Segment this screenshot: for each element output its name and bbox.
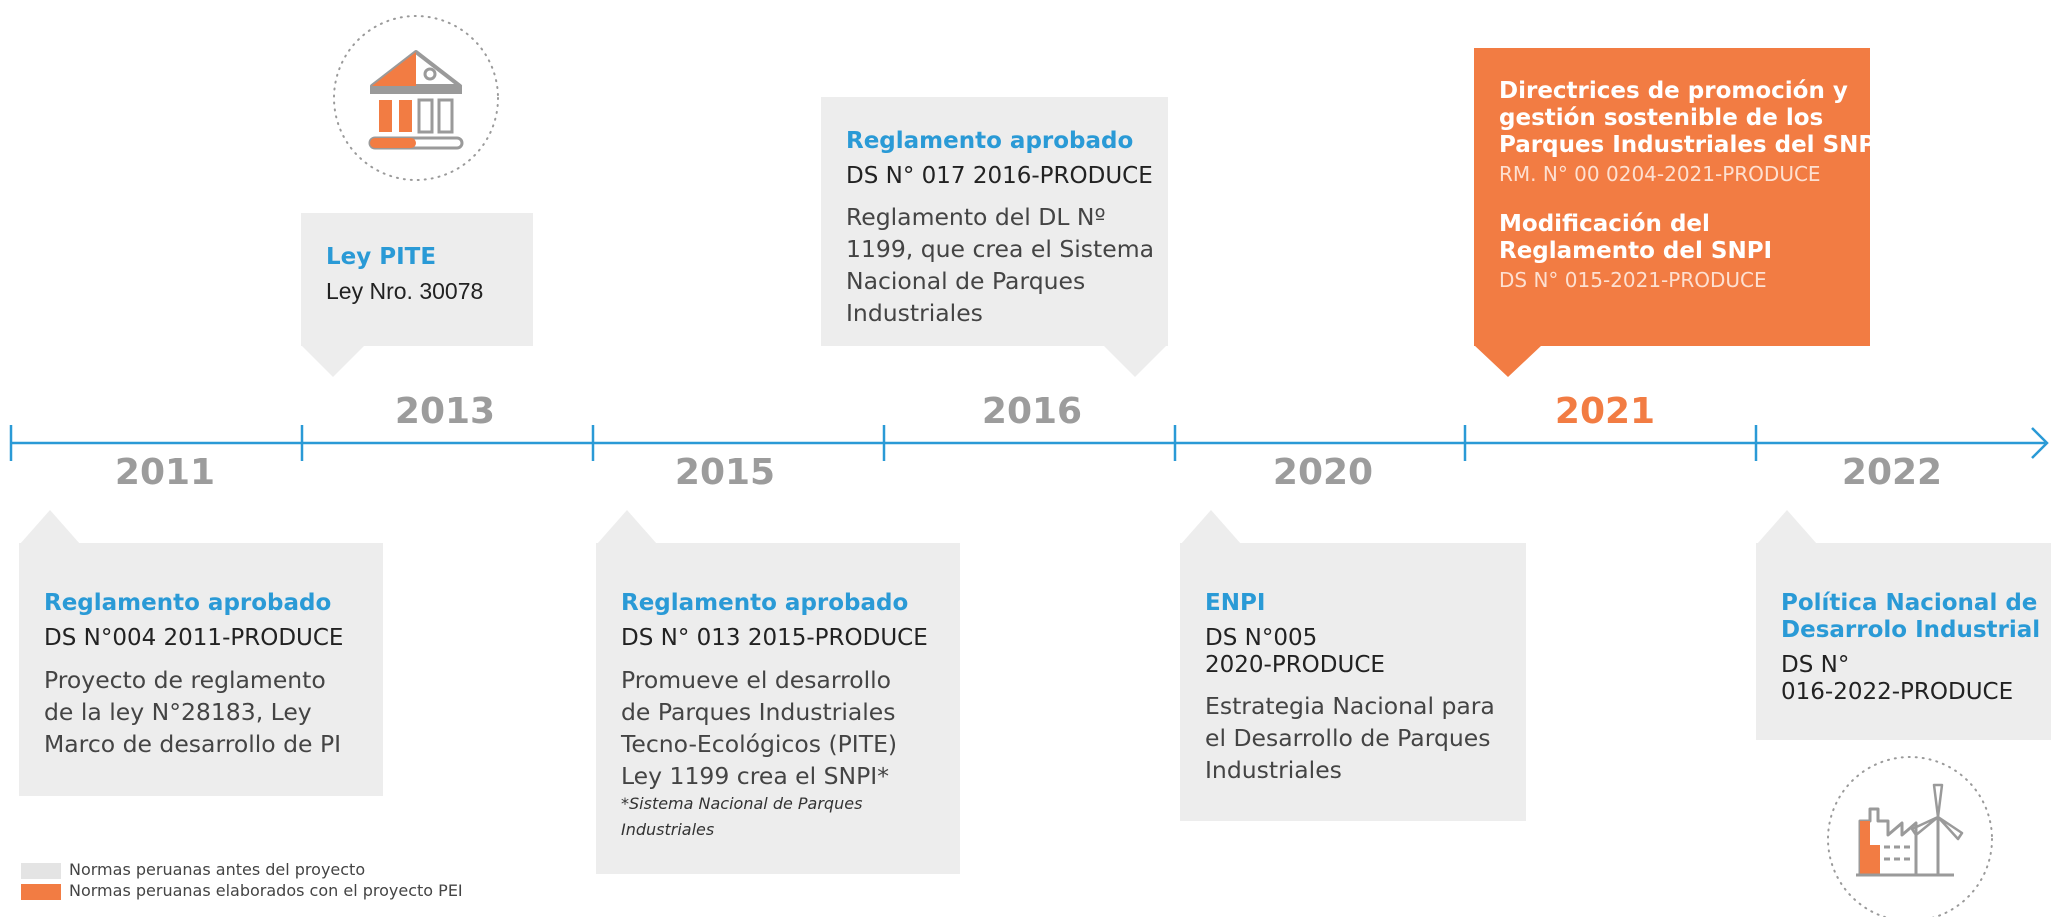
factory-windturbine-icon [1827, 756, 1993, 917]
milestone-title: Reglamento aprobado [846, 128, 1134, 154]
callout-pointer [1474, 345, 1542, 377]
milestone-desc-line: Nacional de Parques [846, 267, 1086, 295]
milestone-title: Reglamento aprobado [621, 590, 909, 616]
milestone-code: DS N° 013 2015-PRODUCE [621, 625, 928, 651]
milestone-code: DS N°004 2011-PRODUCE [44, 625, 344, 651]
legend-swatch-gray [21, 863, 61, 879]
callout-pointer [1757, 510, 1817, 544]
milestone-title: Reglamento aprobado [44, 590, 332, 616]
milestone-desc-line: el Desarrollo de Parques [1205, 724, 1491, 752]
milestone-title: Directrices de promoción y [1499, 78, 1848, 104]
milestone-code: DS N°005 [1205, 625, 1318, 651]
milestone-desc-line: Reglamento del DL Nº [846, 203, 1106, 231]
milestone-title: Desarrolo Industrial [1781, 617, 2041, 643]
milestone-desc-line: de Parques Industriales [621, 698, 896, 726]
milestone-2016-card: Reglamento aprobado DS N° 017 2016-PRODU… [821, 97, 1168, 346]
legend-label: Normas peruanas antes del proyecto [69, 860, 366, 879]
milestone-code: DS N° 015-2021-PRODUCE [1499, 268, 1767, 292]
milestone-desc-line: 1199, que crea el Sistema [846, 235, 1154, 263]
milestone-2015-card: Reglamento aprobado DS N° 013 2015-PRODU… [596, 543, 960, 874]
milestone-footnote: *Sistema Nacional de Parques [621, 794, 863, 813]
milestone-title: Parques Industriales del SNPI [1499, 132, 1884, 158]
milestone-title: gestión sostenible de los [1499, 105, 1824, 131]
callout-pointer [1103, 345, 1167, 377]
year-2013: 2013 [394, 391, 496, 432]
milestone-code: 016-2022-PRODUCE [1781, 679, 2014, 705]
milestone-code: 2020-PRODUCE [1205, 652, 1385, 678]
milestone-desc-line: Proyecto de reglamento [44, 666, 326, 694]
milestone-title: ENPI [1205, 590, 1266, 616]
milestone-desc-line: Industriales [846, 299, 983, 327]
legend-swatch-orange [21, 884, 61, 900]
milestone-desc-line: Marco de desarrollo de PI [44, 730, 342, 758]
milestone-code: Ley Nro. 30078 [326, 278, 484, 304]
milestone-title: Política Nacional de [1781, 590, 2038, 616]
year-2022: 2022 [1841, 452, 1943, 493]
milestone-desc-line: de la ley N°28183, Ley [44, 698, 312, 726]
milestone-code: DS N° [1781, 652, 1850, 678]
year-2020: 2020 [1272, 452, 1374, 493]
callout-pointer [597, 510, 657, 544]
callout-pointer [20, 510, 80, 544]
milestone-2011-card: Reglamento aprobado DS N°004 2011-PRODUC… [19, 543, 383, 796]
milestone-title: Reglamento del SNPI [1499, 238, 1773, 264]
milestone-2013-card: Ley PITE Ley Nro. 30078 [301, 213, 533, 346]
milestone-2020-card: ENPI DS N°005 2020-PRODUCE Estrategia Na… [1180, 543, 1526, 821]
year-2011: 2011 [114, 452, 216, 493]
callout-pointer [1181, 510, 1241, 544]
milestone-title: Ley PITE [326, 244, 437, 270]
axis-arrow [2031, 427, 2049, 459]
milestone-code: DS N° 017 2016-PRODUCE [846, 163, 1153, 189]
milestone-desc-line: Industriales [1205, 756, 1342, 784]
milestone-2021-card: Directrices de promoción y gestión soste… [1474, 48, 1884, 346]
year-2016: 2016 [981, 391, 1083, 432]
milestone-code: RM. N° 00 0204-2021-PRODUCE [1499, 162, 1821, 186]
milestone-desc-line: Ley 1199 crea el SNPI* [621, 762, 889, 790]
year-2015: 2015 [674, 452, 776, 493]
milestone-title: Modificación del [1499, 211, 1710, 237]
milestone-2022-card: Política Nacional de Desarrolo Industria… [1756, 543, 2051, 740]
bank-building-icon [333, 15, 499, 181]
milestone-footnote: Industriales [621, 820, 715, 839]
year-2021: 2021 [1554, 391, 1656, 432]
callout-pointer [301, 345, 365, 377]
milestone-desc-line: Promueve el desarrollo [621, 666, 892, 694]
milestone-desc-line: Estrategia Nacional para [1205, 692, 1495, 720]
legend-label: Normas peruanas elaborados con el proyec… [69, 881, 463, 900]
milestone-desc-line: Tecno-Ecológicos (PITE) [621, 730, 898, 758]
